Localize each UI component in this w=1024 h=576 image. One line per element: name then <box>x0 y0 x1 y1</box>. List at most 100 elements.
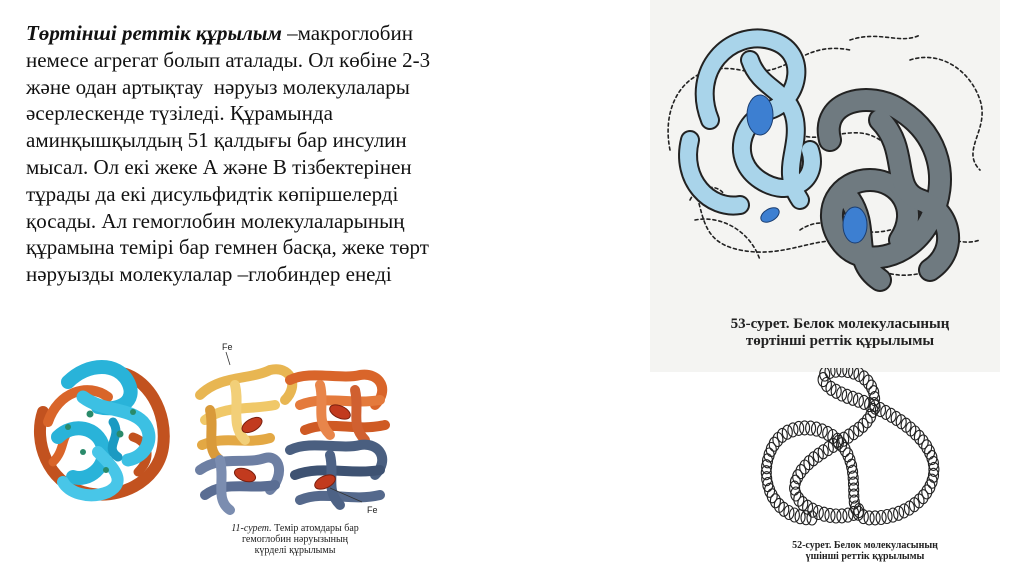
helix-coil <box>810 421 823 437</box>
helix-coil <box>817 444 829 460</box>
helix-coil <box>790 486 802 502</box>
helix-coil <box>830 368 842 378</box>
helix-coil <box>789 474 801 490</box>
figure-11-caption-line-2: гемоглобин нәруызының <box>241 534 349 545</box>
helix-coil <box>781 424 793 440</box>
helix-coil <box>846 458 858 474</box>
figure-11-number: 11-сурет. <box>231 523 272 534</box>
figure-52-caption-line-2: үшінші реттік құрылымы <box>805 551 925 562</box>
fe-label-bottom: Fe <box>367 505 378 515</box>
helix-coil <box>847 470 859 486</box>
helix-coil <box>869 510 881 526</box>
text-line-4: әсерлескенде түзіледі. Құрамында <box>26 101 333 126</box>
figure-11-caption-line-3: күрделі құрылымы <box>254 545 336 556</box>
helix-coil <box>773 497 785 513</box>
quaternary-structure-image <box>667 28 983 292</box>
helix-coil <box>881 508 893 525</box>
helix-coil <box>788 507 800 523</box>
helix-coil <box>847 464 859 480</box>
helix-coil <box>824 507 836 523</box>
helix-coil <box>921 484 933 500</box>
helix-coil <box>869 391 881 407</box>
helix-coil <box>898 503 910 519</box>
helix-coil <box>865 408 877 424</box>
helix-coil <box>819 368 831 382</box>
helix-coil <box>868 385 880 401</box>
helix-coil <box>787 422 799 438</box>
helix-coil <box>820 376 832 393</box>
helix-coil <box>812 504 824 521</box>
helix-coil <box>848 482 860 498</box>
helix-coil <box>848 488 860 504</box>
helix-coil <box>917 489 929 505</box>
helix-coil <box>842 507 854 523</box>
helix-coil <box>776 427 788 443</box>
helix-coil <box>822 425 834 441</box>
helix-coil <box>863 510 875 526</box>
helix-coil <box>926 473 938 489</box>
helix-coil <box>799 420 811 436</box>
figure-11-caption: 11-сурет. Темір атомдары бар гемоглобин … <box>190 523 400 556</box>
helix-coil <box>880 404 892 420</box>
text-line-6: мысал. Ол екі жеке А және В тізбектеріне… <box>26 154 412 179</box>
helix-coil <box>836 386 848 402</box>
helix-coil <box>858 394 870 410</box>
hemoglobin-image <box>195 351 390 515</box>
helix-coil <box>862 374 874 390</box>
helix-coil <box>818 506 830 522</box>
helix-coil <box>921 439 933 455</box>
helix-coil <box>836 368 848 378</box>
helix-coil <box>793 420 805 436</box>
helix-coil <box>875 509 887 526</box>
helix-coil <box>887 507 899 523</box>
helix-coil <box>893 505 905 521</box>
text-line-9: құрамына темірі бар гемнен басқа, жеке т… <box>26 235 429 260</box>
paragraph: Төртінші реттік құрылым –макроглобин нем… <box>26 20 586 288</box>
helix-coil <box>762 477 774 493</box>
figure-53-caption-line-2: төртінші реттік құрылымы <box>745 333 935 349</box>
helix-coil <box>917 434 929 450</box>
helix-coil <box>847 390 859 406</box>
helix-coil <box>838 431 850 447</box>
helix-coil <box>783 504 795 521</box>
helix-coil <box>827 437 839 453</box>
helix-coil <box>848 505 860 521</box>
text-line-7: тұрады да екі дисульфидтік көпіршелерді <box>26 181 399 206</box>
text-line-8: қосады. Ал гемоглобин молекулаларының <box>26 208 405 233</box>
helix-coil <box>927 467 940 483</box>
text-line-5: аминқышқылдың 51 қалдығы бар инсулин <box>26 128 407 153</box>
helix-coil <box>903 500 915 516</box>
helix-coil <box>853 503 865 519</box>
helix-coils <box>760 368 940 526</box>
figure-11-caption-text: Темір атомдары бар <box>271 523 359 534</box>
figure-53-caption: 53-сурет. Белок молекуласының төртінші р… <box>690 316 990 350</box>
helix-coil <box>799 459 811 475</box>
text-line-10: нәруызды молекулалар –глобиндер енеді <box>26 262 392 287</box>
helix-coil <box>890 410 902 426</box>
helix-coil <box>824 368 836 379</box>
helix-coil <box>848 425 860 441</box>
helix-coil <box>760 465 772 481</box>
helix-coil <box>928 461 940 477</box>
helix-coil <box>822 441 834 457</box>
helix-coil <box>847 476 860 492</box>
helix-coil <box>839 442 851 458</box>
helix-coil <box>848 368 860 380</box>
helix-coil <box>795 464 807 480</box>
helix-coil <box>874 402 887 418</box>
figure-53-caption-line-1: 53-сурет. Белок молекуласының <box>730 316 950 332</box>
helix-coil <box>793 491 805 507</box>
helix-coil <box>761 471 773 487</box>
helix-coil <box>832 434 845 450</box>
helix-coil <box>843 428 855 444</box>
text-line-2: немесе агрегат болып аталады. Ол көбіне … <box>26 47 431 72</box>
text-line-1: Төртінші реттік құрылым –макроглобин <box>26 20 586 47</box>
term-heading: Төртінші реттік құрылым <box>26 21 282 45</box>
helix-coil <box>816 423 828 439</box>
figure-52-caption-line-1: 52-сурет. Белок молекуласының <box>792 540 938 551</box>
helix-coil <box>769 493 781 509</box>
helix-coil <box>842 368 854 379</box>
figure-11-caption-line-1: 11-сурет. Темір атомдары бар <box>190 523 400 534</box>
helix-coil <box>830 383 842 399</box>
helix-coil <box>924 444 936 460</box>
